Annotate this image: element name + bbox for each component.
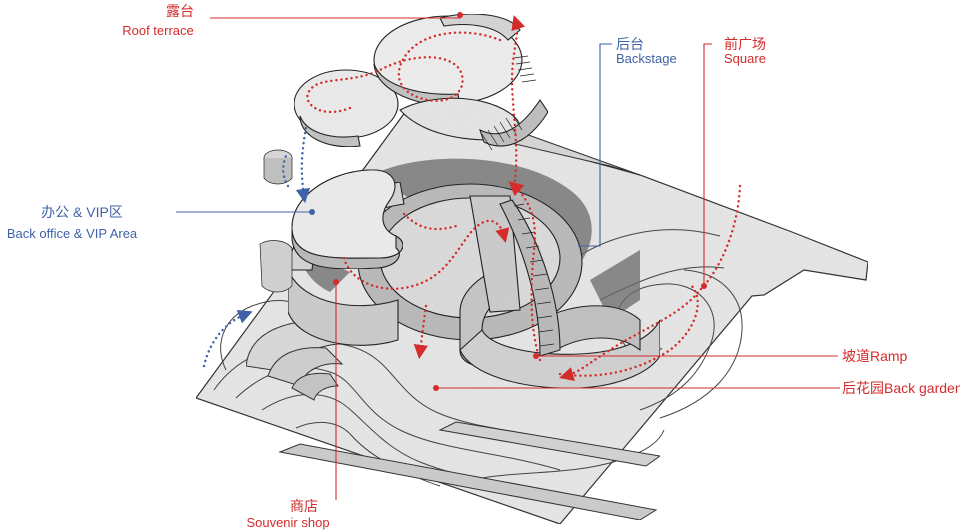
route-square [559,184,742,381]
leader-backstage [578,43,612,247]
label-roof-terrace-en: Roof terrace [122,23,194,38]
label-ramp: 坡道Ramp [842,348,908,364]
label-square-en: Square [724,51,766,66]
leader-lines [176,12,840,500]
label-office-en: Back office & VIP Area [6,226,138,241]
label-roof-terrace-zh: 露台 [166,3,194,19]
route-inner [402,212,458,231]
label-square-zh: 前广场 [724,36,766,52]
label-backstage-en: Backstage [616,51,677,66]
route-roof-loop [306,31,502,114]
label-backstage-zh: 后台 [616,36,644,52]
roof-terrace [293,13,549,148]
route-roof [510,15,526,188]
ramp-stair [513,203,555,347]
route-office-side [282,154,290,188]
label-back-garden: 后花园Back garden [842,380,960,396]
leader-square [703,43,712,286]
roof-stairs [259,55,537,293]
label-office-zh: 办公 & VIP区 [41,204,123,220]
label-souvenir-en: Souvenir shop [246,515,330,530]
circulation-routes [202,15,742,381]
route-court [342,219,510,290]
leader-roof-terrace [210,12,461,19]
label-souvenir-zh: 商店 [290,498,318,514]
route-office-low [202,309,253,368]
office-vip-slab [291,169,404,270]
route-office-up [295,126,311,204]
front-terraces [245,320,662,521]
